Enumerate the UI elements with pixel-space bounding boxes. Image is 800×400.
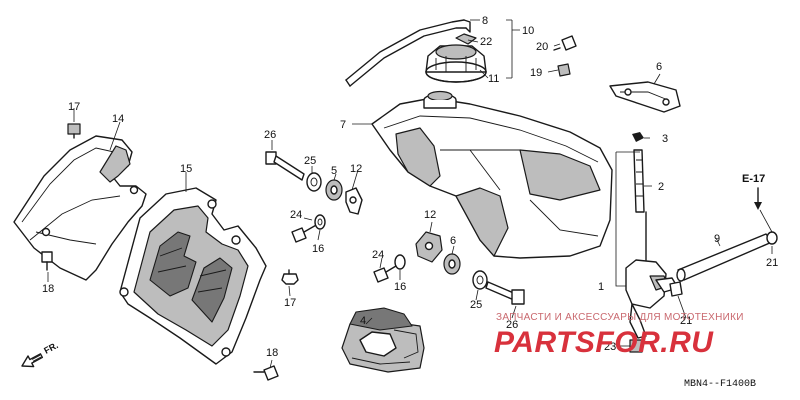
callout-10: 10 xyxy=(522,25,534,37)
front-direction-indicator: FR. xyxy=(21,340,60,368)
callout-6: 6 xyxy=(450,235,456,247)
part-21-clip-lower xyxy=(669,281,683,297)
callout-3: 3 xyxy=(662,133,668,145)
part-18-bolt-lower xyxy=(253,365,279,381)
watermark-subtitle: ЗАПЧАСТИ И АКСЕССУАРЫ ДЛЯ МОТОТЕХНИКИ xyxy=(496,312,744,323)
callout-22: 22 xyxy=(480,36,492,48)
callout-2: 2 xyxy=(658,181,664,193)
part-25-collar-centre xyxy=(472,270,488,290)
part-5-grommet-left xyxy=(325,179,343,201)
reference-e17: E-17 xyxy=(742,173,765,210)
part-1-fuel-valve xyxy=(625,211,679,339)
front-label: FR. xyxy=(42,340,59,356)
part-20-bolt xyxy=(553,35,577,51)
part-6-upper-bracket xyxy=(609,81,681,113)
part-4-rubber-mount xyxy=(341,307,425,373)
part-8-breather-tube xyxy=(345,19,471,87)
part-9-fuel-hose xyxy=(676,233,773,282)
callout-5: 5 xyxy=(331,165,337,177)
callout-21: 21 xyxy=(680,315,692,327)
callout-12: 12 xyxy=(424,209,436,221)
callout-9: 9 xyxy=(714,233,720,245)
callout-25: 25 xyxy=(470,299,482,311)
callout-18: 18 xyxy=(42,283,54,295)
callout-26: 26 xyxy=(506,319,518,331)
callout-4: 4 xyxy=(360,315,366,327)
callout-16: 16 xyxy=(312,243,324,255)
part-16-washer-left xyxy=(314,214,326,230)
watermark-logo: PARTSFOR.RU xyxy=(494,326,714,359)
part-21-clip-upper xyxy=(766,231,778,245)
part-23-drain-screw xyxy=(629,339,643,353)
part-25-collar-left xyxy=(306,172,322,192)
callout-6: 6 xyxy=(656,61,662,73)
callout-16: 16 xyxy=(394,281,406,293)
diagram-code: MBN4--F1400B xyxy=(684,379,756,390)
callout-24: 24 xyxy=(290,209,302,221)
part-6-grommet-centre xyxy=(443,253,461,275)
part-14-left-shroud xyxy=(13,135,147,281)
part-17-bolt-upper xyxy=(67,123,81,139)
part-17-bolt-lower xyxy=(281,269,299,285)
part-12-bracket-left xyxy=(345,187,363,215)
part-26-bolt-left xyxy=(265,151,305,181)
part-15-right-shroud xyxy=(119,187,267,365)
callout-23: 23 xyxy=(604,341,616,353)
callout-17: 17 xyxy=(68,101,80,113)
callout-24: 24 xyxy=(372,249,384,261)
part-2-strainer xyxy=(633,149,645,213)
callout-11: 11 xyxy=(488,73,499,85)
callout-8: 8 xyxy=(482,15,488,27)
part-18-bolt-upper xyxy=(41,251,53,271)
part-24-bolt-left xyxy=(291,223,319,243)
callout-26: 26 xyxy=(264,129,276,141)
callout-21: 21 xyxy=(766,257,778,269)
callout-20: 20 xyxy=(536,41,548,53)
part-26-bolt-centre xyxy=(485,281,525,305)
callout-18: 18 xyxy=(266,347,278,359)
callout-12: 12 xyxy=(350,163,362,175)
callout-14: 14 xyxy=(112,113,124,125)
reference-label: E-17 xyxy=(742,173,765,185)
callout-25: 25 xyxy=(304,155,316,167)
part-12-bracket-centre xyxy=(415,231,443,263)
part-19-clip xyxy=(557,63,571,77)
callout-1: 1 xyxy=(598,281,604,293)
part-24-bolt-centre xyxy=(373,265,397,283)
part-3-nut xyxy=(632,132,644,142)
part-11-fuel-cap xyxy=(425,44,487,83)
callout-17: 17 xyxy=(284,297,296,309)
leader-lines xyxy=(47,19,773,369)
callout-labels: 17 14 15 26 25 5 12 24 16 17 18 18 4 7 8… xyxy=(42,15,778,359)
watermark: ЗАПЧАСТИ И АКСЕССУАРЫ ДЛЯ МОТОТЕХНИКИ PA… xyxy=(494,312,744,359)
part-16-washer-centre xyxy=(394,254,406,270)
callout-7: 7 xyxy=(340,119,346,131)
callout-15: 15 xyxy=(180,163,192,175)
front-arrow-icon xyxy=(21,353,44,368)
part-22-cap-gasket xyxy=(455,33,477,45)
callout-19: 19 xyxy=(530,67,542,79)
part-7-fuel-tank xyxy=(371,90,613,259)
